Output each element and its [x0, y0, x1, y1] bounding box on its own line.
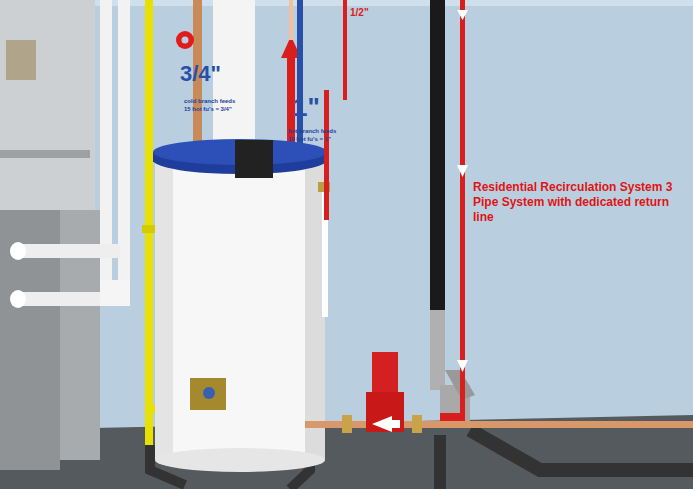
pipe-note: 19 hot fu's = 1"	[288, 136, 331, 142]
pipe-note: cold branch feeds	[184, 98, 235, 104]
pipe-note: 15 hot fu's = 3/4"	[184, 106, 232, 112]
pipe-size: 1/2"	[350, 8, 369, 19]
pipe-size: 1"	[293, 94, 320, 121]
diagram-title: Residential Recirculation System 3 Pipe …	[473, 180, 688, 225]
pipe-size: 3/4"	[180, 62, 221, 85]
pipe-note: hot branch feeds	[288, 128, 336, 134]
